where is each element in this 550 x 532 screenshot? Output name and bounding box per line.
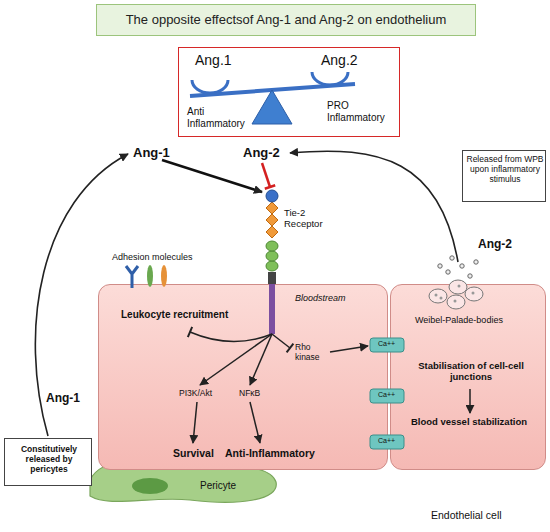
released-particle — [468, 274, 472, 278]
receptor-domain — [266, 190, 278, 202]
ion-label: Ca++ — [378, 437, 395, 445]
endothelial-cell: Weibel-Palade-bodiesStabilisation of cel… — [390, 284, 546, 470]
receptor-label: Tie-2 Receptor — [284, 208, 332, 230]
note-text: Constitutively released by pericytes — [7, 445, 91, 474]
outcome-label: Stabilisation of cell-cell junctions — [411, 361, 531, 383]
pericyte-body — [90, 457, 276, 503]
endothelial-cell: BloodstreamLeukocyte recruitmentRho kina… — [98, 284, 388, 470]
cell-label: Pericyte — [200, 480, 236, 492]
ion-label: Ca++ — [378, 391, 395, 399]
outcome-label: Survival — [173, 447, 214, 459]
release-arrow — [290, 151, 458, 262]
balance-label: Ang.1 — [195, 52, 232, 68]
outcome-label: Anti-Inflammatory — [225, 447, 315, 459]
receptor-domain — [268, 272, 276, 284]
balance-panel: Ang.1 Ang.2Anti Inflammatory PRO Inflammat… — [178, 47, 400, 137]
receptor-domain — [266, 202, 278, 214]
receptor-domain — [266, 226, 278, 238]
released-particle — [446, 270, 450, 274]
ligand-label: Ang-1 — [46, 392, 80, 406]
released-particle — [460, 264, 464, 268]
process-label: Leukocyte recruitment — [121, 309, 228, 321]
effect-label: PRO Inflammatory — [327, 100, 393, 123]
organelle-label: Weibel-Palade-bodies — [415, 315, 503, 325]
receptor-domain — [266, 251, 278, 261]
note-text: Released from WPB upon inflammatory stim… — [465, 155, 545, 184]
note-box: Constitutively released by pericytes — [4, 438, 92, 486]
note-box: Released from WPB upon inflammatory stim… — [462, 150, 546, 202]
released-particle — [474, 260, 478, 264]
released-particle — [438, 264, 442, 268]
annotation: Adhesion molecules — [112, 252, 193, 262]
receptor-domain — [266, 261, 278, 271]
effect-label: Anti Inflammatory — [187, 106, 251, 129]
pathway-label: Rho kinase — [295, 343, 329, 363]
antagonism-arrow — [262, 163, 270, 187]
cell-label: Endothelial cell — [431, 509, 502, 521]
pathway-label: NFκB — [239, 389, 260, 399]
released-particle — [450, 256, 454, 260]
pericyte-nucleus — [132, 478, 168, 494]
ligand-label: Ang-2 — [243, 146, 280, 161]
binding-arrow — [162, 160, 262, 192]
title-banner: The opposite effectsof Ang-1 and Ang-2 o… — [96, 4, 476, 36]
balance-label: Ang.2 — [321, 52, 358, 68]
ligand-label: Ang-2 — [478, 238, 512, 252]
ligand-label: Ang-1 — [133, 146, 170, 161]
receptor-domain — [266, 214, 278, 226]
region-label: Bloodstream — [295, 293, 346, 303]
outcome-label: Blood vessel stabilization — [401, 417, 537, 428]
pathway-label: PI3K/Akt — [179, 389, 212, 399]
ion-label: Ca++ — [378, 340, 395, 348]
receptor-domain — [266, 241, 278, 251]
